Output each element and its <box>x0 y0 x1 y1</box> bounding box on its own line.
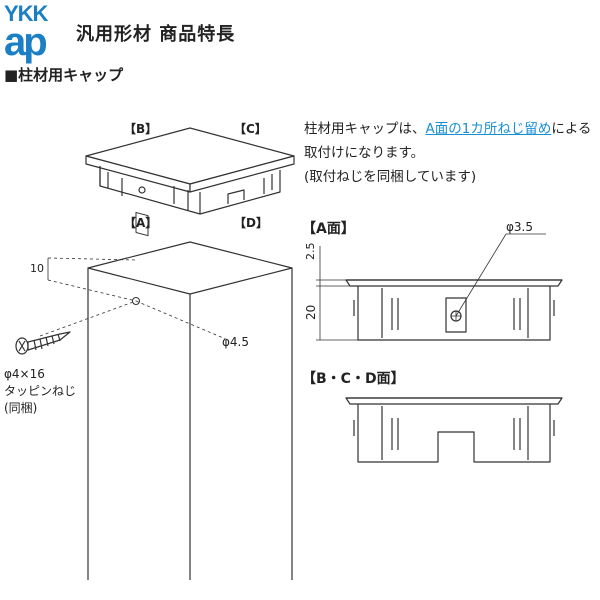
face-bcd-drawing <box>345 397 563 463</box>
post-hole-dimension: φ4.5 <box>222 335 249 349</box>
logo-bottom-text: ap <box>4 20 48 64</box>
screw-drawing <box>15 331 71 355</box>
face-a-drawing <box>345 279 563 341</box>
description-link[interactable]: A面の1カ所ねじ留め <box>425 121 552 137</box>
screw-included: (同梱) <box>4 401 38 415</box>
post-drawing <box>87 241 293 580</box>
description: 柱材用キャップは、A面の1カ所ねじ留めによる取付けになります。 (取付ねじを同梱… <box>304 117 596 189</box>
post-offset-dimension: 10 <box>30 262 44 275</box>
cap-face-c-label: 【C】 <box>234 122 267 136</box>
screw-note: φ4×16 タッピンねじ (同梱) <box>4 366 76 417</box>
face-a-dimension-lines <box>316 233 546 341</box>
screw-size: φ4×16 <box>4 367 45 381</box>
cap-face-a-label: 【A】 <box>124 216 158 230</box>
cap-face-b-label: 【B】 <box>124 122 158 136</box>
screw-type: タッピンねじ <box>4 384 77 398</box>
description-part1: 柱材用キャップは、 <box>304 121 426 137</box>
logo-top-text: YKK <box>4 1 48 26</box>
description-note: (取付ねじを同梱しています) <box>304 169 477 185</box>
ykk-ap-logo: YKK ap <box>4 1 66 64</box>
page-title: 汎用形材 商品特長 <box>76 24 236 45</box>
section-title: ■柱材用キャップ <box>4 66 124 84</box>
face-a-hole-dimension: φ3.5 <box>506 220 533 234</box>
face-a-label: 【A面】 <box>302 221 355 237</box>
post-dimension-lines <box>39 257 229 341</box>
description-part2: による取付けになります。 <box>304 121 592 161</box>
face-bcd-label: 【B・C・D面】 <box>302 371 405 387</box>
cap-face-d-label: 【D】 <box>234 216 268 230</box>
isometric-cap-drawing <box>85 127 295 237</box>
